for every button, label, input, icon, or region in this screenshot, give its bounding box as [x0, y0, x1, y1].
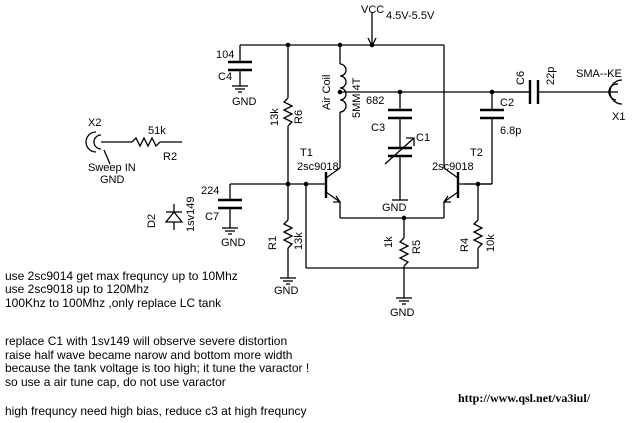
coil-label: Air Coil: [321, 75, 333, 110]
r2-ref: R2: [163, 151, 177, 163]
c7-gnd-label: GND: [221, 237, 246, 249]
resistor-r4: [472, 181, 484, 268]
r5-value: 1k: [383, 236, 395, 248]
c4-ref: C4: [218, 71, 232, 83]
c2-value: 6.8p: [500, 125, 521, 137]
resistor-r5: [340, 215, 444, 305]
c1-ref: C1: [416, 132, 430, 144]
transistor-t1: [230, 160, 342, 218]
output-connector-label: SMA--KE: [576, 68, 622, 80]
c4-value: 104: [216, 49, 234, 61]
r5-ref: R5: [411, 240, 423, 254]
capacitor-c4: [228, 45, 252, 93]
r1-value: 13k: [293, 232, 305, 250]
c3-value: 682: [366, 95, 384, 107]
note-line: high frequncy need high bias, reduce c3 …: [5, 404, 307, 418]
t2-ref: T2: [470, 147, 483, 159]
x1-ref: X1: [612, 111, 625, 123]
r4-value: 10k: [485, 234, 497, 252]
r1-ref: R1: [267, 236, 279, 250]
resistor-r1: [280, 184, 296, 285]
note-line: 100Khz to 100Mhz ,only replace LC tank: [5, 296, 222, 310]
varactor-diode-d2: [164, 204, 184, 230]
x2-ref: X2: [88, 117, 101, 129]
note-line: replace C1 with 1sv149 will observe seve…: [5, 334, 287, 348]
vcc-rail: [240, 12, 444, 48]
t1-type: 2sc9018: [297, 161, 339, 173]
c3-ref: C3: [371, 122, 385, 134]
note-line: raise half wave became narow and bottom …: [5, 348, 292, 362]
notes-block: use 2sc9014 get max frequncy up to 10Mhz…: [5, 269, 309, 418]
t2-type: 2sc9018: [432, 161, 474, 173]
r4-ref: R4: [459, 238, 471, 252]
resistor-r6: [282, 45, 294, 184]
note-line: so use a air tune cap, do not use varact…: [5, 375, 226, 389]
c7-value: 224: [201, 185, 219, 197]
transistor-t2: [442, 45, 492, 218]
c6-ref: C6: [515, 71, 527, 85]
t1-ref: T1: [300, 147, 313, 159]
r5-gnd-label: GND: [390, 307, 415, 319]
t2-base-bias-line: [303, 181, 478, 269]
coil-spec: 5MM,4T: [351, 77, 363, 118]
tank-gnd-label: GND: [382, 202, 407, 214]
sweep-gnd-label: GND: [100, 174, 125, 186]
variable-capacitor-c1: [384, 137, 415, 201]
d2-type: 1sv149: [185, 197, 197, 232]
note-line: because the tank voltage is too high; it…: [5, 361, 309, 375]
air-coil-inductor: [337, 45, 347, 160]
source-url: http://www.qsl.net/va3iul/: [458, 391, 591, 405]
sma-connector-x1: [608, 79, 623, 105]
sweep-in-label: Sweep IN: [88, 162, 136, 174]
c7-ref: C7: [205, 211, 219, 223]
note-line: use 2sc9014 get max frequncy up to 10Mhz: [5, 269, 238, 283]
vcc-label: VCC: [361, 4, 384, 16]
c2-ref: C2: [500, 97, 514, 109]
note-line: use 2sc9018 up to 120Mhz: [5, 282, 149, 296]
capacitor-c7: [218, 184, 242, 235]
capacitor-c3: [388, 92, 412, 148]
r6-value: 13k: [269, 108, 281, 126]
r2-value: 51k: [148, 125, 166, 137]
r6-ref: R6: [293, 110, 305, 124]
sweep-input-connector-x2: [85, 131, 182, 165]
vcc-range-label: 4.5V-5.5V: [386, 10, 435, 22]
capacitor-c6: [492, 80, 612, 104]
c4-gnd-label: GND: [232, 96, 257, 108]
r1-gnd-label: GND: [274, 285, 299, 297]
c6-value: 22p: [545, 67, 557, 85]
d2-ref: D2: [146, 214, 158, 228]
